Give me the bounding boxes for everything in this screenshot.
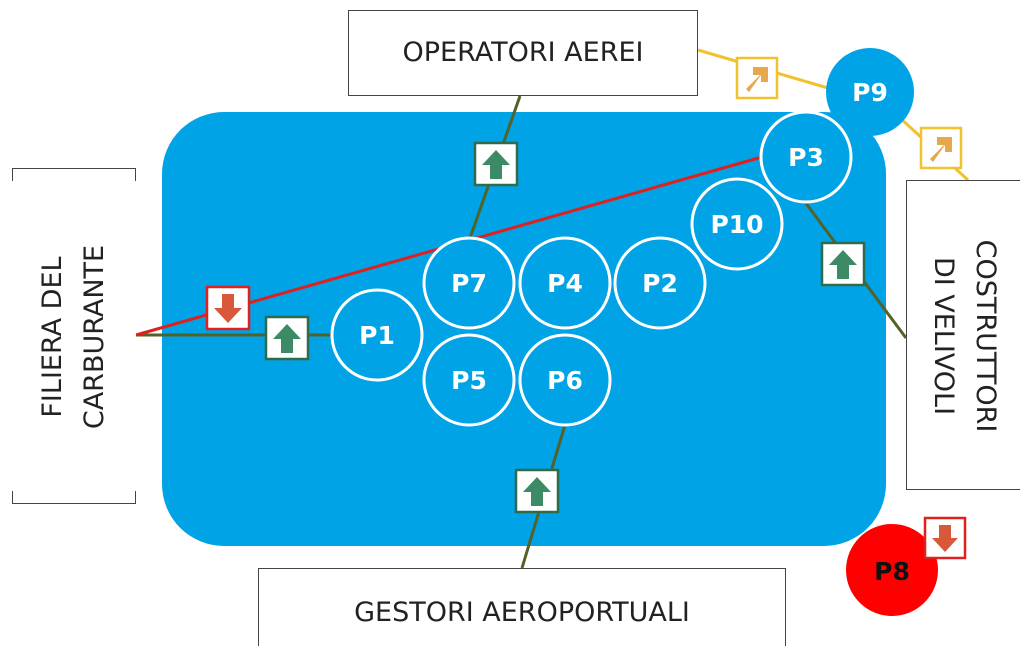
stakeholder-label-filiera: FILIERA DEL CARBURANTE: [32, 169, 116, 505]
node-p6: P6: [518, 333, 612, 427]
up-arrow-icon: [820, 241, 866, 287]
node-p1-label: P1: [359, 321, 395, 350]
node-p4: P4: [518, 236, 612, 330]
node-p6-label: P6: [547, 366, 583, 395]
node-p10-label: P10: [710, 210, 763, 239]
stakeholder-box-costruttori: COSTRUTTORI DI VELIVOLI: [906, 180, 1020, 490]
down-arrow-icon: [923, 516, 967, 560]
stakeholder-box-operatori: OPERATORI AEREI: [348, 10, 698, 96]
diagonal-up-right-arrow-icon: [919, 126, 963, 170]
node-p2-label: P2: [642, 269, 678, 298]
node-p7: P7: [422, 236, 516, 330]
stakeholder-label-operatori: OPERATORI AEREI: [402, 37, 644, 68]
node-p2: P2: [613, 236, 707, 330]
node-p4-label: P4: [547, 269, 583, 298]
node-p8-label: P8: [874, 557, 910, 586]
up-arrow-icon: [514, 468, 560, 514]
stakeholder-box-filiera: FILIERA DEL CARBURANTE: [12, 168, 136, 504]
node-p3-label: P3: [788, 143, 824, 172]
up-arrow-icon: [264, 315, 310, 361]
up-arrow-icon: [473, 141, 519, 187]
node-p9-label: P9: [852, 78, 888, 107]
stakeholder-label-filiera-line1: FILIERA DEL: [37, 256, 68, 418]
node-p10: P10: [690, 177, 784, 271]
stakeholder-box-gestori: GESTORI AEROPORTUALI: [258, 568, 786, 646]
node-p5: P5: [422, 333, 516, 427]
node-p7-label: P7: [451, 269, 487, 298]
node-p9: P9: [826, 48, 914, 136]
node-p5-label: P5: [451, 366, 487, 395]
node-p1: P1: [330, 288, 424, 382]
node-p8: P8: [846, 524, 938, 616]
node-p3: P3: [759, 110, 853, 204]
stakeholder-label-costruttori-line2: DI VELIVOLI: [928, 256, 959, 416]
stakeholder-label-filiera-line2: CARBURANTE: [79, 244, 110, 430]
down-arrow-icon: [205, 285, 251, 331]
stakeholder-label-costruttori: COSTRUTTORI DI VELIVOLI: [922, 181, 1006, 491]
diagonal-up-right-arrow-icon: [735, 56, 779, 100]
stakeholder-label-gestori: GESTORI AEROPORTUALI: [354, 597, 690, 628]
stakeholder-label-costruttori-line1: COSTRUTTORI: [970, 239, 1001, 433]
